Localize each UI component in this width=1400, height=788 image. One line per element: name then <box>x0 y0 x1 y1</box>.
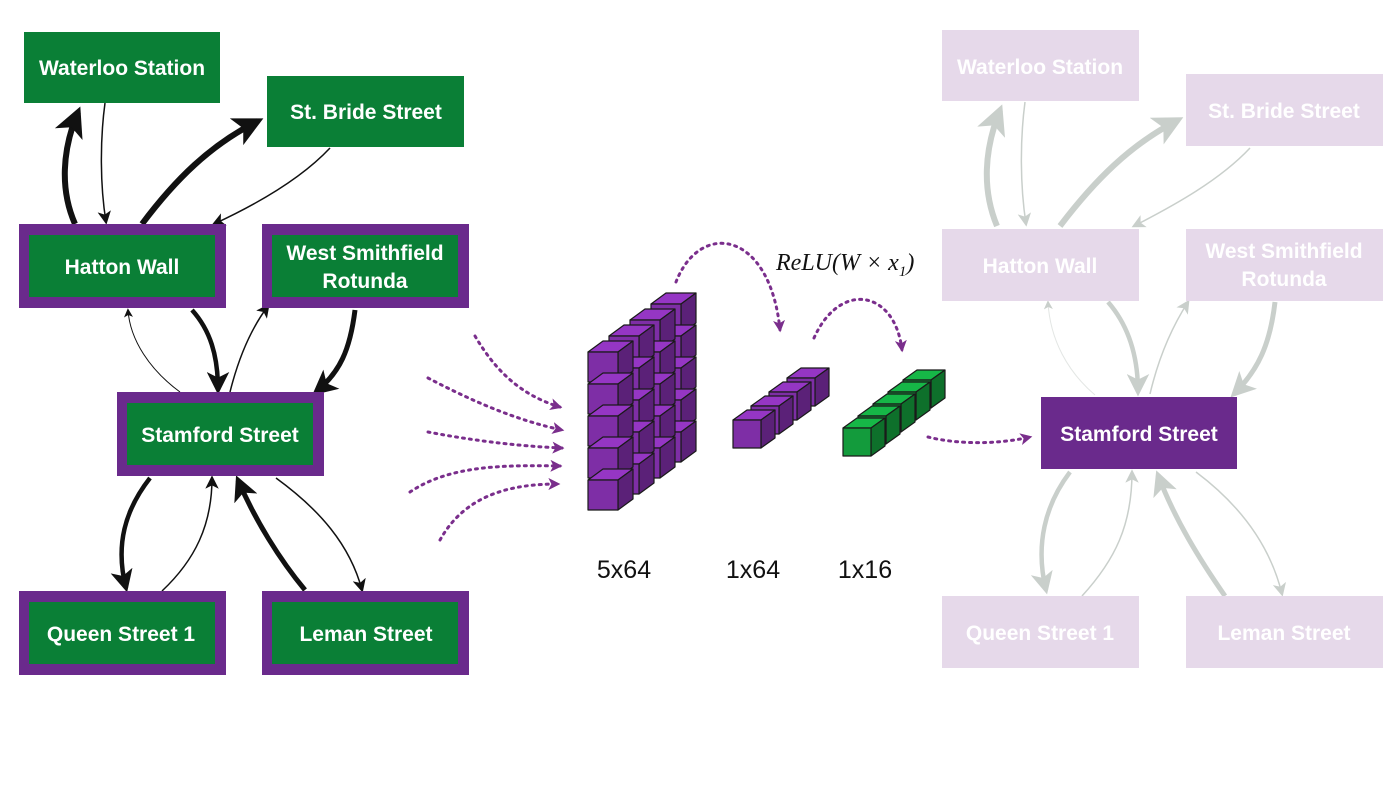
edge-stamford-to-hatton <box>1043 300 1096 396</box>
input-flow-arrows <box>408 334 565 542</box>
node-label: Hatton Wall <box>65 256 180 279</box>
faded-node-leman: Leman Street <box>1186 596 1383 668</box>
node-label-line-1: West Smithfield <box>286 242 443 265</box>
node-label-line-1: West Smithfield <box>1205 240 1362 263</box>
faded-node-stbride: St. Bride Street <box>1186 74 1383 146</box>
edge-hatton-to-waterloo <box>54 106 83 226</box>
edge-stamford-to-leman <box>1195 471 1286 597</box>
node-label: St. Bride Street <box>1208 100 1360 123</box>
flow-arrow-output-to-target <box>926 433 1033 446</box>
relu-formula: ReLU(W × x1) <box>775 250 914 280</box>
node-label: Queen Street 1 <box>47 623 196 646</box>
formula-base: ReLU(W × x <box>775 250 899 276</box>
node-label-line-2: Rotunda <box>322 270 407 293</box>
faded-node-westsmith: West Smithfield Rotunda <box>1186 229 1383 301</box>
edge-stamford-to-queen <box>110 476 152 593</box>
flow-arrow-hidden-to-output <box>812 297 907 353</box>
edge-waterloo-to-hatton <box>97 102 111 225</box>
edge-stamford-to-westsmith <box>229 303 270 393</box>
output-tensor-1x16 <box>842 369 946 457</box>
formula-close: ) <box>904 250 914 276</box>
edge-stamford-to-leman <box>275 477 366 593</box>
edge-queen-to-stamford <box>1081 469 1139 597</box>
node-queen: Queen Street 1 <box>19 591 226 675</box>
edge-leman-to-stamford <box>234 475 307 592</box>
node-stamford: Stamford Street <box>117 392 324 476</box>
node-label-line-2: Rotunda <box>1241 268 1326 291</box>
layer-label-hidden: 1x64 <box>726 556 780 584</box>
flow-arrow-4 <box>408 459 563 494</box>
faded-node-queen: Queen Street 1 <box>942 596 1139 668</box>
node-label: Queen Street 1 <box>966 622 1115 645</box>
faded-node-hatton: Hatton Wall <box>942 229 1139 301</box>
input-tensor-5x64 <box>587 292 697 511</box>
left-graph-edges <box>54 102 366 593</box>
node-hatton: Hatton Wall <box>19 224 226 308</box>
formula-subscript: 1 <box>899 264 907 280</box>
edge-westsmith-to-stamford <box>1230 301 1278 398</box>
edge-hatton-to-stbride <box>1057 117 1184 228</box>
node-waterloo: Waterloo Station <box>24 32 220 103</box>
node-label: Leman Street <box>299 623 432 646</box>
edge-hatton-to-stbride <box>139 118 264 226</box>
svg-text:ReLU(W × x1): ReLU(W × x1) <box>775 250 914 280</box>
edge-stbride-to-hatton <box>1131 147 1251 228</box>
edge-westsmith-to-stamford <box>312 309 358 396</box>
node-leman: Leman Street <box>262 591 469 675</box>
right-graph-edges <box>977 101 1286 598</box>
node-label: Stamford Street <box>141 424 299 447</box>
node-label: Leman Street <box>1217 622 1350 645</box>
edge-stamford-to-queen <box>1030 470 1072 595</box>
flow-arrow-2 <box>426 376 565 434</box>
tensor-cube <box>587 468 634 511</box>
node-stbride: St. Bride Street <box>267 76 464 147</box>
flow-arrow-3 <box>426 430 565 454</box>
flow-arrow-5 <box>438 478 561 542</box>
target-node-stamford: Stamford Street <box>1041 397 1237 469</box>
edge-hatton-to-stamford <box>1106 300 1150 397</box>
hidden-tensor-1x64 <box>732 367 830 449</box>
node-label: St. Bride Street <box>290 101 442 124</box>
tensor-cube <box>732 409 776 449</box>
edge-queen-to-stamford <box>161 475 219 592</box>
edge-stamford-to-westsmith <box>1149 299 1190 395</box>
edge-waterloo-to-hatton <box>1017 101 1032 227</box>
layer-flow-arrows <box>674 241 1033 446</box>
right-graph: Waterloo Station St. Bride Street Hatton… <box>942 30 1383 668</box>
edge-hatton-to-waterloo <box>977 104 1006 228</box>
faded-node-waterloo: Waterloo Station <box>942 30 1139 101</box>
left-graph: Waterloo Station St. Bride Street Hatton… <box>19 32 469 675</box>
edge-hatton-to-stamford <box>190 308 230 395</box>
node-label: Stamford Street <box>1060 423 1218 446</box>
node-label: Waterloo Station <box>39 57 205 80</box>
edge-leman-to-stamford <box>1153 470 1228 598</box>
node-westsmith: West Smithfield Rotunda <box>262 224 469 308</box>
layer-label-input: 5x64 <box>597 556 651 584</box>
tensor-cube <box>842 417 886 457</box>
layer-label-output: 1x16 <box>838 556 892 584</box>
edge-stbride-to-hatton <box>211 147 331 226</box>
flow-arrow-input-to-hidden <box>674 241 786 333</box>
edge-stamford-to-hatton <box>123 308 181 393</box>
node-label: Hatton Wall <box>983 255 1098 278</box>
node-label: Waterloo Station <box>957 56 1123 79</box>
flow-arrow-1 <box>473 334 563 410</box>
